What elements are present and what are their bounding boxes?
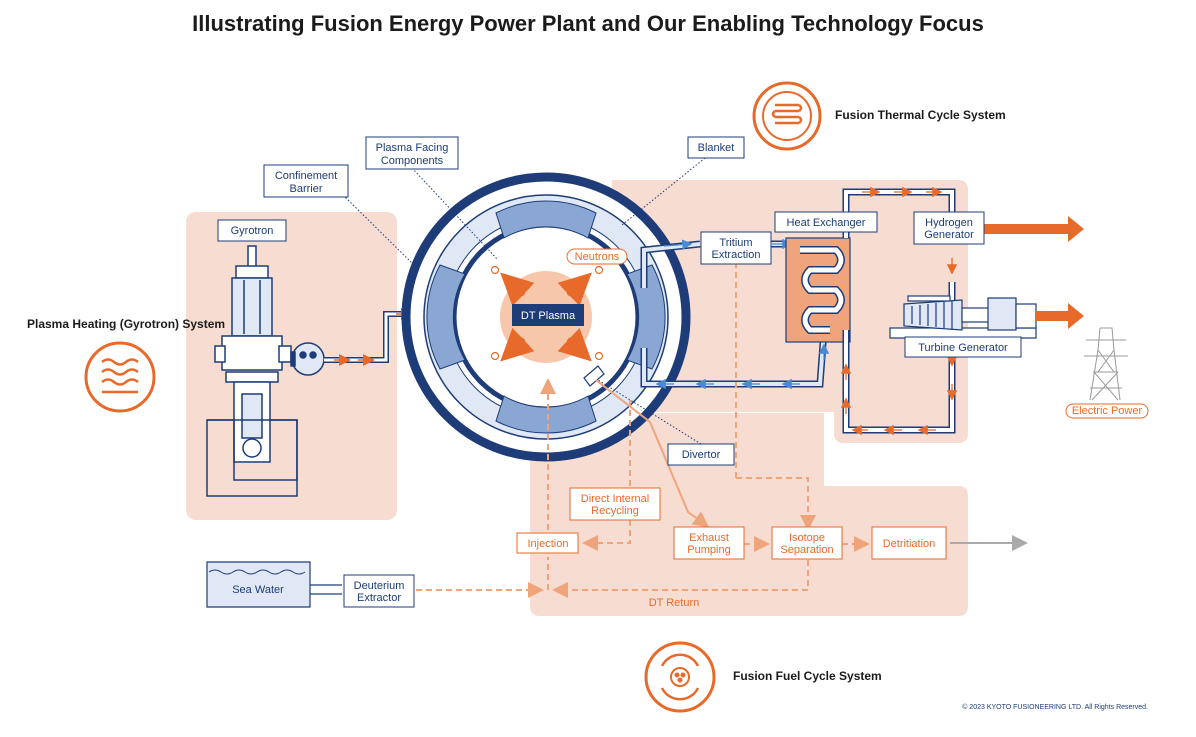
heat-exchanger-unit <box>785 237 851 343</box>
direct-internal-recycling-box: Direct Internal Recycling <box>569 487 661 521</box>
svg-text:Blanket: Blanket <box>698 142 735 154</box>
exhaust-pumping-box: Exhaust Pumping <box>673 526 745 560</box>
svg-text:Injection: Injection <box>528 538 569 550</box>
fuel-system-label: Fusion Fuel Cycle System <box>733 669 882 683</box>
leader-lines <box>342 157 706 445</box>
sea-water-label: Sea Water <box>232 584 284 596</box>
svg-text:Components: Components <box>381 155 444 167</box>
heating-icon <box>84 341 156 413</box>
sea-water-pipe <box>310 584 342 595</box>
svg-text:Extractor: Extractor <box>357 592 401 604</box>
page-title: Illustrating Fusion Energy Power Plant a… <box>192 11 984 36</box>
fuel-system-region <box>530 413 968 616</box>
neutrons-pill <box>566 248 628 265</box>
svg-text:Hydrogen: Hydrogen <box>925 217 973 229</box>
divertor-port <box>583 365 605 387</box>
electric-power-box: Electric Power <box>1065 403 1149 419</box>
svg-text:Detritiation: Detritiation <box>883 538 936 550</box>
divertor-box: Divertor <box>667 443 735 466</box>
turbine-machine <box>889 295 1037 339</box>
svg-text:Recycling: Recycling <box>591 505 639 517</box>
turbine-generator-box: Turbine Generator <box>904 336 1022 358</box>
svg-text:Generator: Generator <box>924 229 974 241</box>
coolant-loop <box>640 240 828 388</box>
fuel-cycle-icon <box>644 641 716 713</box>
electric-tower-icon <box>1084 327 1128 401</box>
output-arrows <box>984 216 1084 329</box>
isotope-separation-box: Isotope Separation <box>771 526 843 560</box>
divertor-exhaust-line <box>595 379 710 528</box>
neutron-arrows <box>500 272 592 362</box>
fuel-flow-lines <box>416 262 870 598</box>
plasma-facing-components-box: Plasma Facing Components <box>365 136 459 170</box>
neutrons-label: Neutrons <box>575 251 620 263</box>
svg-text:Heat Exchanger: Heat Exchanger <box>787 217 866 229</box>
svg-text:Divertor: Divertor <box>682 449 721 461</box>
neutron-markers <box>490 265 604 361</box>
dt-plasma-box <box>512 304 584 326</box>
hydrogen-generator-box: Hydrogen Generator <box>913 211 985 245</box>
svg-text:Electric Power: Electric Power <box>1072 405 1143 417</box>
gyrotron-box: Gyrotron <box>217 219 287 242</box>
secondary-flow-arrows <box>840 186 958 436</box>
confinement-barrier-box: Confinement Barrier <box>263 164 349 198</box>
thermal-cycle-icon <box>752 81 822 151</box>
svg-text:Separation: Separation <box>780 544 833 556</box>
detritiation-box: Detritiation <box>871 526 947 560</box>
blanket-box: Blanket <box>687 136 745 159</box>
svg-text:Deuterium: Deuterium <box>354 580 405 592</box>
svg-text:Gyrotron: Gyrotron <box>231 225 274 237</box>
tritium-extraction-box: Tritium Extraction <box>700 231 772 265</box>
svg-text:Direct Internal: Direct Internal <box>581 493 649 505</box>
heating-system-label: Plasma Heating (Gyrotron) System <box>27 317 225 331</box>
injection-box: Injection <box>516 532 579 554</box>
svg-text:Tritium: Tritium <box>719 237 752 249</box>
thermal-system-label: Fusion Thermal Cycle System <box>835 108 1006 122</box>
svg-text:Exhaust: Exhaust <box>689 532 729 544</box>
dt-plasma-label: DT Plasma <box>521 310 576 322</box>
svg-text:Confinement: Confinement <box>275 170 337 182</box>
heat-exchanger-box: Heat Exchanger <box>774 211 878 233</box>
deuterium-extractor-box: Deuterium Extractor <box>343 574 415 608</box>
svg-text:Extraction: Extraction <box>712 249 761 261</box>
svg-text:Pumping: Pumping <box>687 544 730 556</box>
svg-text:Plasma Facing: Plasma Facing <box>376 142 449 154</box>
dt-return-label: DT Return <box>649 597 700 609</box>
gyrotron-machine <box>206 245 325 497</box>
sea-water-tank <box>206 561 311 608</box>
copyright: © 2023 KYOTO FUSIONEERING LTD. All Right… <box>962 703 1148 711</box>
svg-text:Barrier: Barrier <box>289 183 322 195</box>
svg-text:Isotope: Isotope <box>789 532 825 544</box>
svg-text:Turbine Generator: Turbine Generator <box>918 342 1008 354</box>
